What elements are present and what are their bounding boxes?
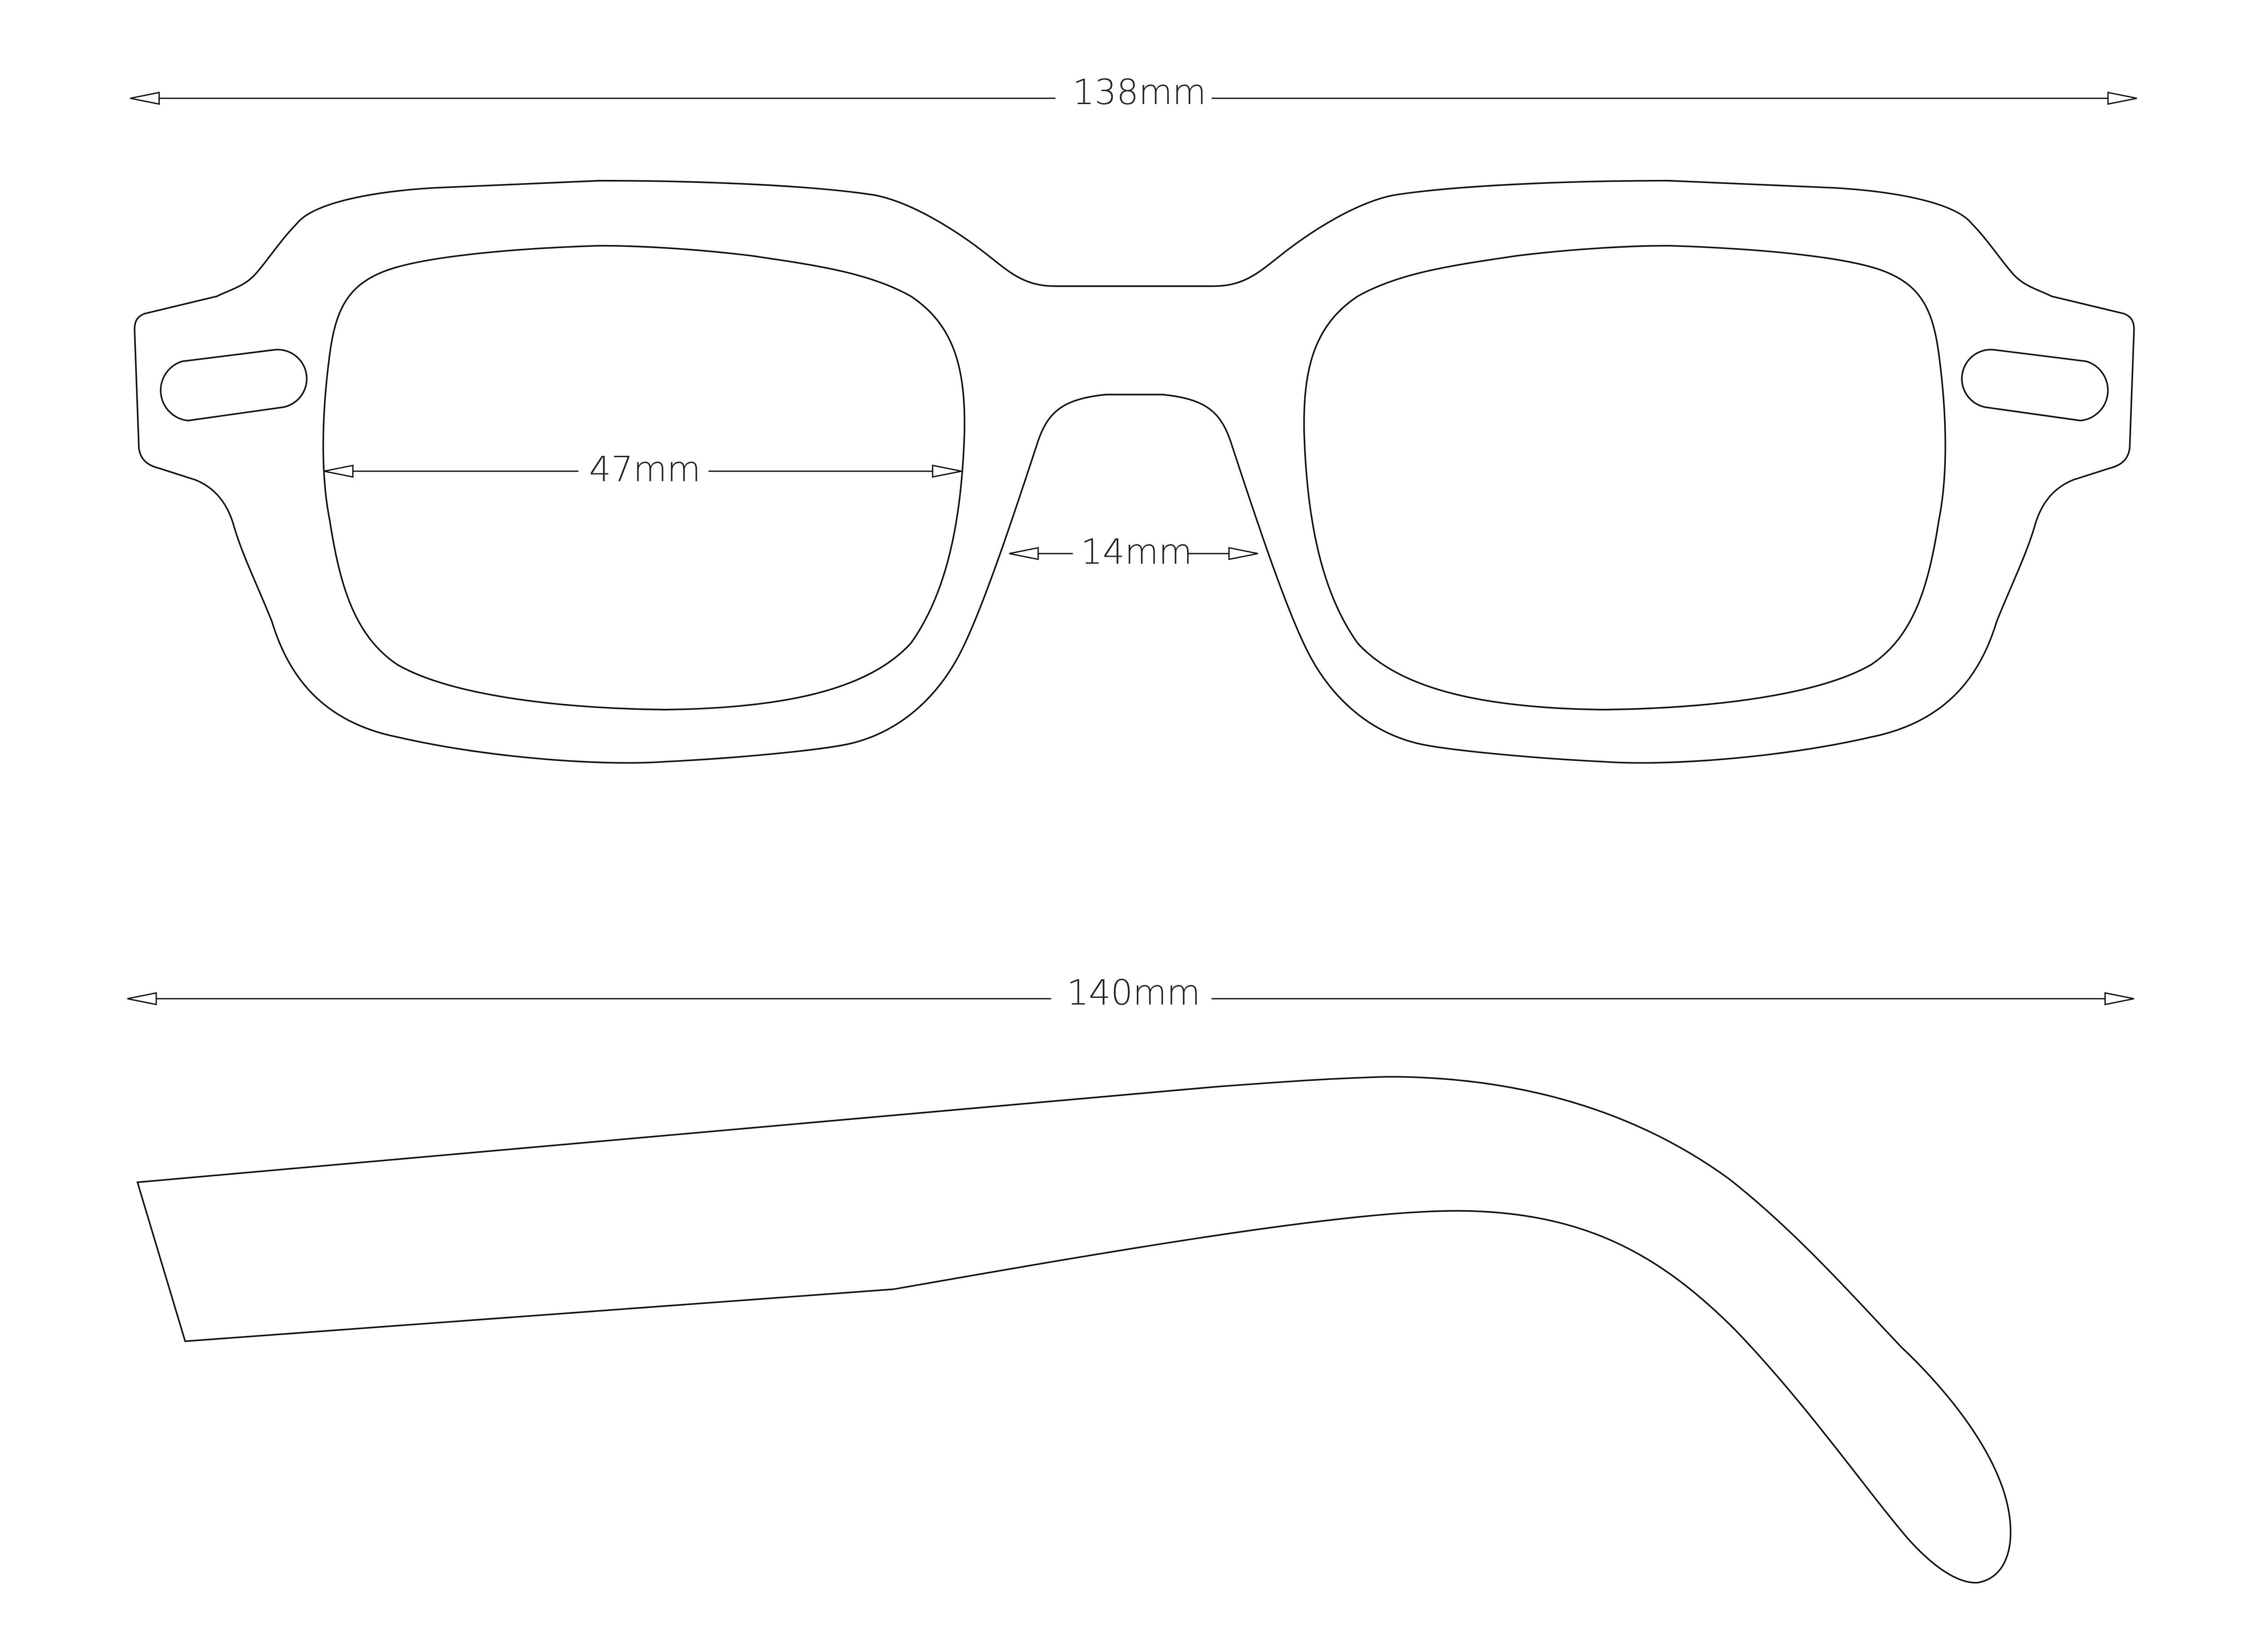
bridge-width-dimension: 14mm — [1009, 532, 1258, 572]
bridge-width-label: 14mm — [1081, 532, 1192, 572]
frame-right-half — [1133, 179, 2135, 764]
temple-arm — [136, 1076, 2012, 1584]
frame-front — [134, 179, 2135, 764]
temple-length-label: 140mm — [1067, 973, 1201, 1013]
left-lens — [322, 245, 965, 711]
frame-width-label: 138mm — [1073, 72, 1206, 113]
lens-width-label: 47mm — [589, 450, 701, 490]
temple-length-dimension: 140mm — [127, 973, 2134, 1013]
left-hinge-slot — [160, 349, 308, 422]
frame-width-dimension: 138mm — [130, 72, 2137, 113]
frame-left-half — [134, 179, 1135, 764]
right-lens — [1303, 245, 1946, 711]
right-hinge-slot — [1961, 349, 2109, 422]
lens-width-dimension: 47mm — [324, 450, 962, 490]
